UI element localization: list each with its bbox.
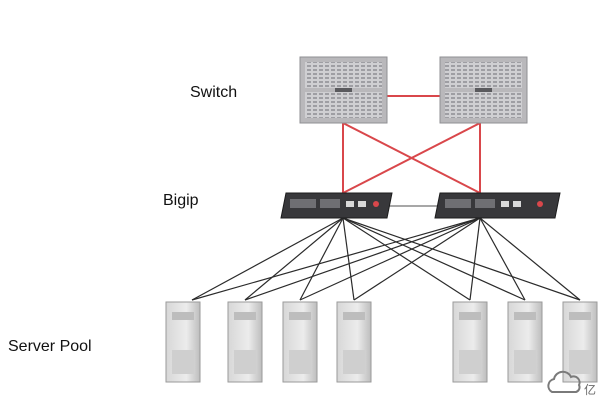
server-links bbox=[191, 217, 581, 301]
server-1 bbox=[165, 301, 201, 383]
server-6 bbox=[507, 301, 543, 383]
server-5 bbox=[452, 301, 488, 383]
server-pool bbox=[165, 301, 598, 383]
cloud-logo-icon bbox=[547, 370, 581, 393]
switch-2 bbox=[439, 56, 528, 124]
watermark-text: 亿 bbox=[583, 383, 596, 397]
switch-links bbox=[342, 95, 481, 194]
bigip-2 bbox=[434, 192, 561, 219]
server-4 bbox=[336, 301, 372, 383]
bigip-1 bbox=[280, 192, 393, 219]
bigip-label: Bigip bbox=[163, 192, 199, 209]
server-7 bbox=[562, 301, 598, 383]
server-3 bbox=[282, 301, 318, 383]
switch-label: Switch bbox=[190, 84, 238, 101]
server-2 bbox=[227, 301, 263, 383]
link-sw2-bigip1 bbox=[342, 122, 481, 194]
switch-1 bbox=[299, 56, 388, 124]
server-pool-label: Server Pool bbox=[8, 338, 92, 355]
